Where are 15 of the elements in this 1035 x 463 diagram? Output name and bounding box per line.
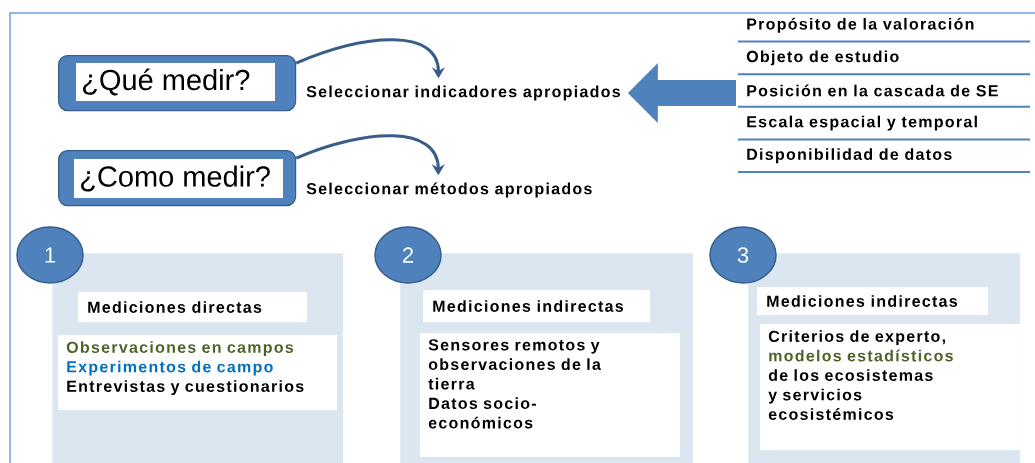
list-item: Propósito de la valoración bbox=[747, 17, 974, 33]
list-item: Posición en la cascada de SE bbox=[747, 84, 998, 97]
text-box: Criterios de experto, modelos estadísticos de los ecosistemas y servicios ecosistémicos bbox=[760, 324, 1020, 450]
question-box: ¿Qué medir? bbox=[58, 55, 297, 112]
heading-box: Mediciones indirectas bbox=[423, 290, 650, 322]
text-box: Observaciones en campos Experimentos de campo Entrevistas y cuestionarios bbox=[58, 335, 337, 410]
heading-box: Mediciones indirectas bbox=[757, 287, 988, 315]
caption-text: Seleccionar métodos apropiados bbox=[306, 182, 592, 198]
heading-box: Mediciones directas bbox=[78, 292, 307, 322]
list-item: Disponibilidad de datos bbox=[747, 148, 952, 164]
question-box: ¿Como medir? bbox=[58, 150, 297, 207]
list-item: Escala espacial y temporal bbox=[747, 115, 977, 131]
text-box: Sensores remotos y observaciones de la tierra Datos socio-económicos bbox=[420, 333, 680, 457]
list-item: Objeto de estudio bbox=[746, 50, 899, 66]
caption-text: Seleccionar indicadores apropiados bbox=[306, 85, 620, 101]
